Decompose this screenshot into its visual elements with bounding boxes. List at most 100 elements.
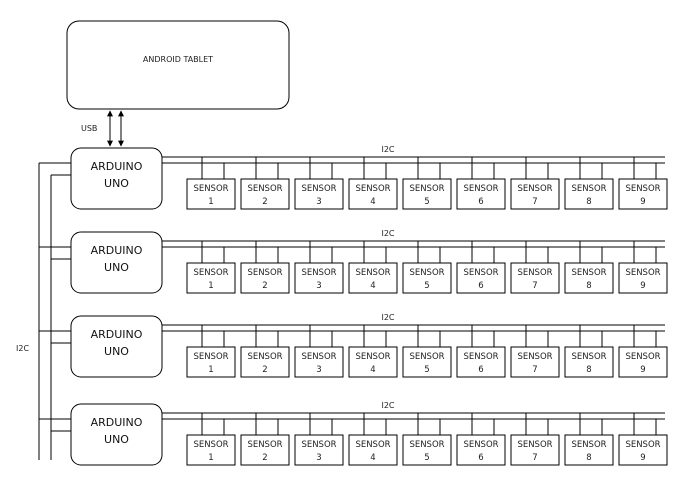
sensor-node: SENSOR 3 <box>294 413 344 466</box>
sensor-number: 3 <box>316 281 321 291</box>
sensor-number: 7 <box>532 281 537 291</box>
sensor-box <box>564 434 614 466</box>
sensor-box <box>510 346 560 378</box>
sensor-box <box>294 434 344 466</box>
sensor-number: 6 <box>478 281 483 291</box>
arduino-box <box>70 231 163 294</box>
arduino-row: ARDUINOUNOI2CSENSOR1SENSOR2SENSOR3SENSOR… <box>39 229 668 294</box>
sensor-label: SENSOR <box>301 440 336 450</box>
sensor-label: SENSOR <box>355 352 390 362</box>
sensor-box <box>186 262 236 294</box>
sensor-number: 5 <box>424 365 429 375</box>
arduino-box <box>70 315 163 378</box>
sensor-number: 1 <box>208 453 213 463</box>
android-tablet-box <box>66 20 290 110</box>
sensor-node: SENSOR 1 <box>186 325 236 378</box>
sensor-label: SENSOR <box>193 352 228 362</box>
arduino-label-line1: ARDUINO <box>91 328 143 341</box>
sensor-bus-label: I2C <box>381 145 394 154</box>
sensor-label: SENSOR <box>625 268 660 278</box>
sensor-number: 2 <box>262 281 267 291</box>
sensor-number: 1 <box>208 197 213 207</box>
arduino-box <box>70 403 163 466</box>
sensor-label: SENSOR <box>625 184 660 194</box>
sensor-number: 9 <box>640 365 645 375</box>
sensor-label: SENSOR <box>355 268 390 278</box>
sensor-box <box>402 178 452 210</box>
sensor-number: 4 <box>370 281 375 291</box>
sensor-label: SENSOR <box>571 352 606 362</box>
sensor-label: SENSOR <box>409 268 444 278</box>
sensor-node: SENSOR 3 <box>294 325 344 378</box>
arduino-row: ARDUINOUNOI2CSENSOR1SENSOR2SENSOR3SENSOR… <box>39 401 668 466</box>
sensor-number: 7 <box>532 453 537 463</box>
sensor-label: SENSOR <box>247 440 282 450</box>
sensor-number: 5 <box>424 281 429 291</box>
sensor-box <box>294 262 344 294</box>
sensor-label: SENSOR <box>301 268 336 278</box>
sensor-box <box>348 178 398 210</box>
sensor-label: SENSOR <box>409 440 444 450</box>
usb-label: USB <box>81 124 97 133</box>
sensor-number: 2 <box>262 197 267 207</box>
sensor-label: SENSOR <box>463 268 498 278</box>
sensor-box <box>348 434 398 466</box>
sensor-number: 3 <box>316 365 321 375</box>
arduino-label-line2: UNO <box>104 261 129 274</box>
sensor-box <box>618 346 668 378</box>
sensor-box <box>186 434 236 466</box>
sensor-label: SENSOR <box>247 184 282 194</box>
sensor-number: 1 <box>208 281 213 291</box>
usb-link: USB <box>81 110 124 147</box>
sensor-box <box>402 346 452 378</box>
sensor-number: 6 <box>478 197 483 207</box>
sensor-box <box>402 434 452 466</box>
sensor-box <box>456 346 506 378</box>
sensor-number: 2 <box>262 365 267 375</box>
sensor-box <box>618 434 668 466</box>
sensor-box <box>294 178 344 210</box>
sensor-box <box>240 262 290 294</box>
arduino-row: ARDUINOUNOI2CSENSOR1SENSOR2SENSOR3SENSOR… <box>39 145 668 210</box>
sensor-label: SENSOR <box>571 440 606 450</box>
sensor-node: SENSOR 3 <box>294 241 344 294</box>
arduino-rows: ARDUINOUNOI2CSENSOR1SENSOR2SENSOR3SENSOR… <box>39 145 668 466</box>
sensor-number: 6 <box>478 365 483 375</box>
sensor-box <box>456 178 506 210</box>
sensor-number: 6 <box>478 453 483 463</box>
sensor-number: 3 <box>316 453 321 463</box>
sensor-box <box>618 178 668 210</box>
sensor-label: SENSOR <box>409 352 444 362</box>
sensor-label: SENSOR <box>355 184 390 194</box>
sensor-node: SENSOR 2 <box>240 157 290 210</box>
sensor-label: SENSOR <box>301 184 336 194</box>
sensor-label: SENSOR <box>193 184 228 194</box>
sensor-node: SENSOR 1 <box>186 157 236 210</box>
sensor-label: SENSOR <box>517 184 552 194</box>
sensor-label: SENSOR <box>463 352 498 362</box>
sensor-node: SENSOR 6 <box>456 325 506 378</box>
sensor-label: SENSOR <box>571 268 606 278</box>
sensor-number: 1 <box>208 365 213 375</box>
arduino-label-line2: UNO <box>104 433 129 446</box>
sensor-label: SENSOR <box>301 352 336 362</box>
sensor-node: SENSOR 6 <box>456 241 506 294</box>
sensor-box <box>456 262 506 294</box>
sensor-label: SENSOR <box>517 352 552 362</box>
arduino-i2c-bus: I2C <box>16 163 52 460</box>
bus-left-label: I2C <box>16 344 29 353</box>
sensor-label: SENSOR <box>409 184 444 194</box>
arduino-label-line1: ARDUINO <box>91 416 143 429</box>
